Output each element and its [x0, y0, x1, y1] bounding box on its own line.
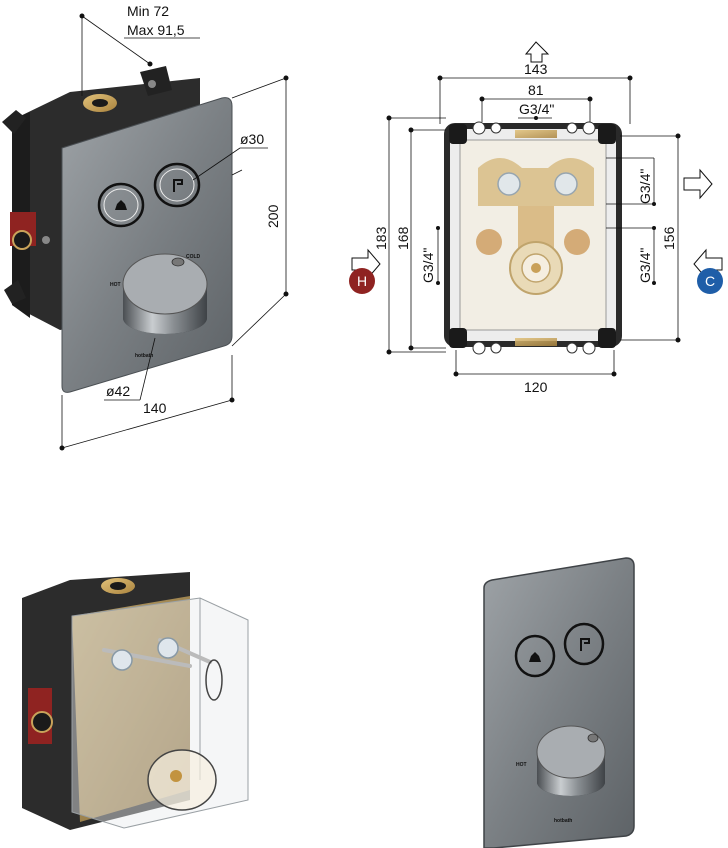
iso-dimensions	[59, 13, 289, 451]
hot-marker	[349, 268, 375, 294]
cover-thermostat-knob	[536, 725, 606, 796]
hot-inlet-arrow-icon	[351, 248, 381, 280]
front-up-arrow-icon	[524, 41, 550, 63]
hot-marker-label: H	[357, 273, 367, 289]
cover-plate	[483, 557, 635, 848]
outlet-arrow-icon	[683, 168, 713, 200]
iso-hot-label: HOT	[110, 282, 121, 288]
cover-hot-label: HOT	[516, 762, 527, 768]
iso-cold-label: COLD	[186, 254, 201, 260]
iso-button-left	[97, 182, 145, 228]
front-height-outer: 183	[373, 226, 389, 250]
front-port-right-top: G3/4"	[637, 169, 653, 204]
iso-view: HOT COLD hotbath Min 72 Max	[2, 3, 289, 451]
cover-brand-logo: hotbath	[554, 818, 572, 824]
iso-hot-port-icon	[12, 230, 32, 250]
iso-button-right	[153, 162, 201, 208]
iso-thermostat-knob	[122, 253, 208, 334]
iso-brand-logo: hotbath	[135, 353, 153, 359]
cover-hand-shower-icon	[580, 638, 590, 651]
iso-cover-finished: HOT hotbath	[483, 557, 635, 848]
iso-plate-height: 200	[265, 204, 281, 228]
cold-inlet-arrow-icon	[693, 248, 723, 280]
front-width-ports: 81	[528, 82, 544, 98]
front-port-right-bottom: G3/4"	[637, 248, 653, 283]
front-corner-brackets	[449, 124, 616, 348]
cold-marker	[697, 268, 723, 294]
front-port-left: G3/4"	[420, 248, 436, 283]
front-view: 143 81 G3/4" 183 168 G3/4" G3/4" G3/4" 1…	[349, 41, 723, 395]
cover-shower-head-icon	[529, 652, 541, 662]
iso-plate-width: 140	[143, 400, 167, 416]
iso-button-diameter: ø30	[240, 131, 264, 147]
cover-button-right	[563, 622, 605, 666]
iso-box-transparent	[22, 572, 249, 830]
iso-knob-diameter: ø42	[106, 383, 130, 399]
cover-button-left	[514, 634, 556, 678]
iso-shower-head-icon	[115, 200, 127, 210]
front-valve-body	[476, 130, 594, 346]
iso-depth-max: Max 91,5	[127, 22, 185, 38]
iso-cover-plate	[61, 97, 233, 393]
front-port-top: G3/4"	[519, 101, 554, 117]
cold-marker-label: C	[705, 273, 715, 289]
front-width-outer: 143	[524, 61, 548, 77]
iso-hand-shower-icon	[173, 179, 183, 192]
front-height-inner: 168	[395, 226, 411, 250]
front-dimensions	[386, 75, 681, 377]
front-height-right: 156	[661, 226, 677, 250]
front-width-bottom: 120	[524, 379, 548, 395]
iso-depth-min: Min 72	[127, 3, 169, 19]
